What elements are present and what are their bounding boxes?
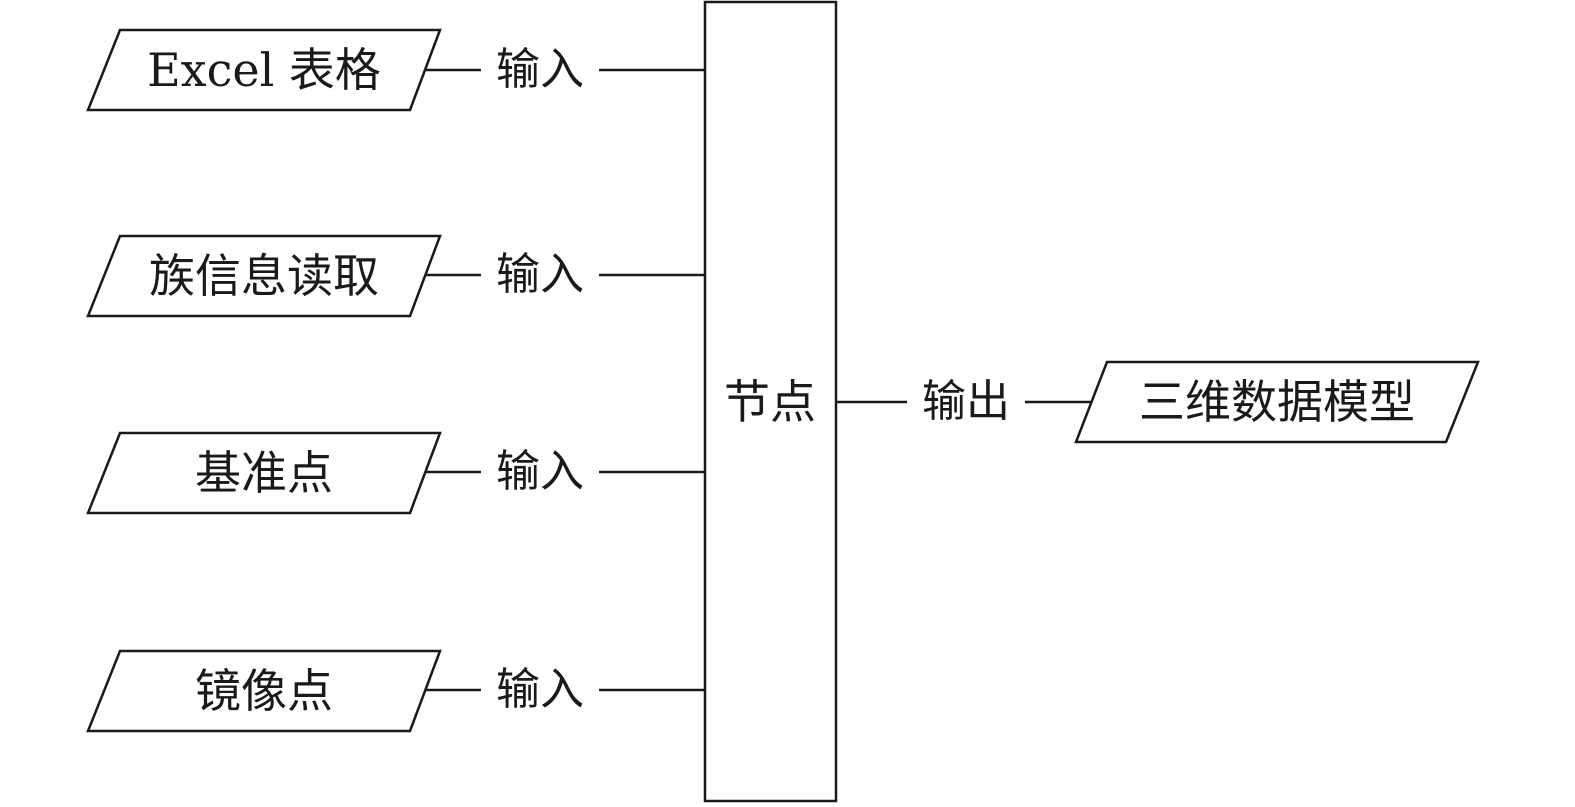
input-shape-4 (86, 649, 442, 733)
input-connector-label-1: 输入 (481, 42, 599, 98)
input-connector-label-4: 输入 (481, 662, 599, 718)
input-label-mirror-point: 镜像点 (195, 664, 333, 718)
input-shape-2 (86, 234, 442, 318)
node-box (703, 0, 838, 803)
input-shape-1 (86, 28, 442, 112)
input-label-base-point: 基准点 (195, 446, 333, 500)
output-shape (1074, 360, 1480, 444)
input-label-family-info: 族信息读取 (149, 249, 379, 303)
output-connector-label: 输出 (907, 374, 1025, 430)
node-label: 节点 (724, 375, 816, 429)
output-label: 三维数据模型 (1139, 375, 1415, 429)
input-shape-3 (86, 431, 442, 515)
input-connector-label-2: 输入 (481, 247, 599, 303)
input-label-excel: Excel 表格 (147, 43, 381, 97)
input-connector-label-3: 输入 (481, 444, 599, 500)
